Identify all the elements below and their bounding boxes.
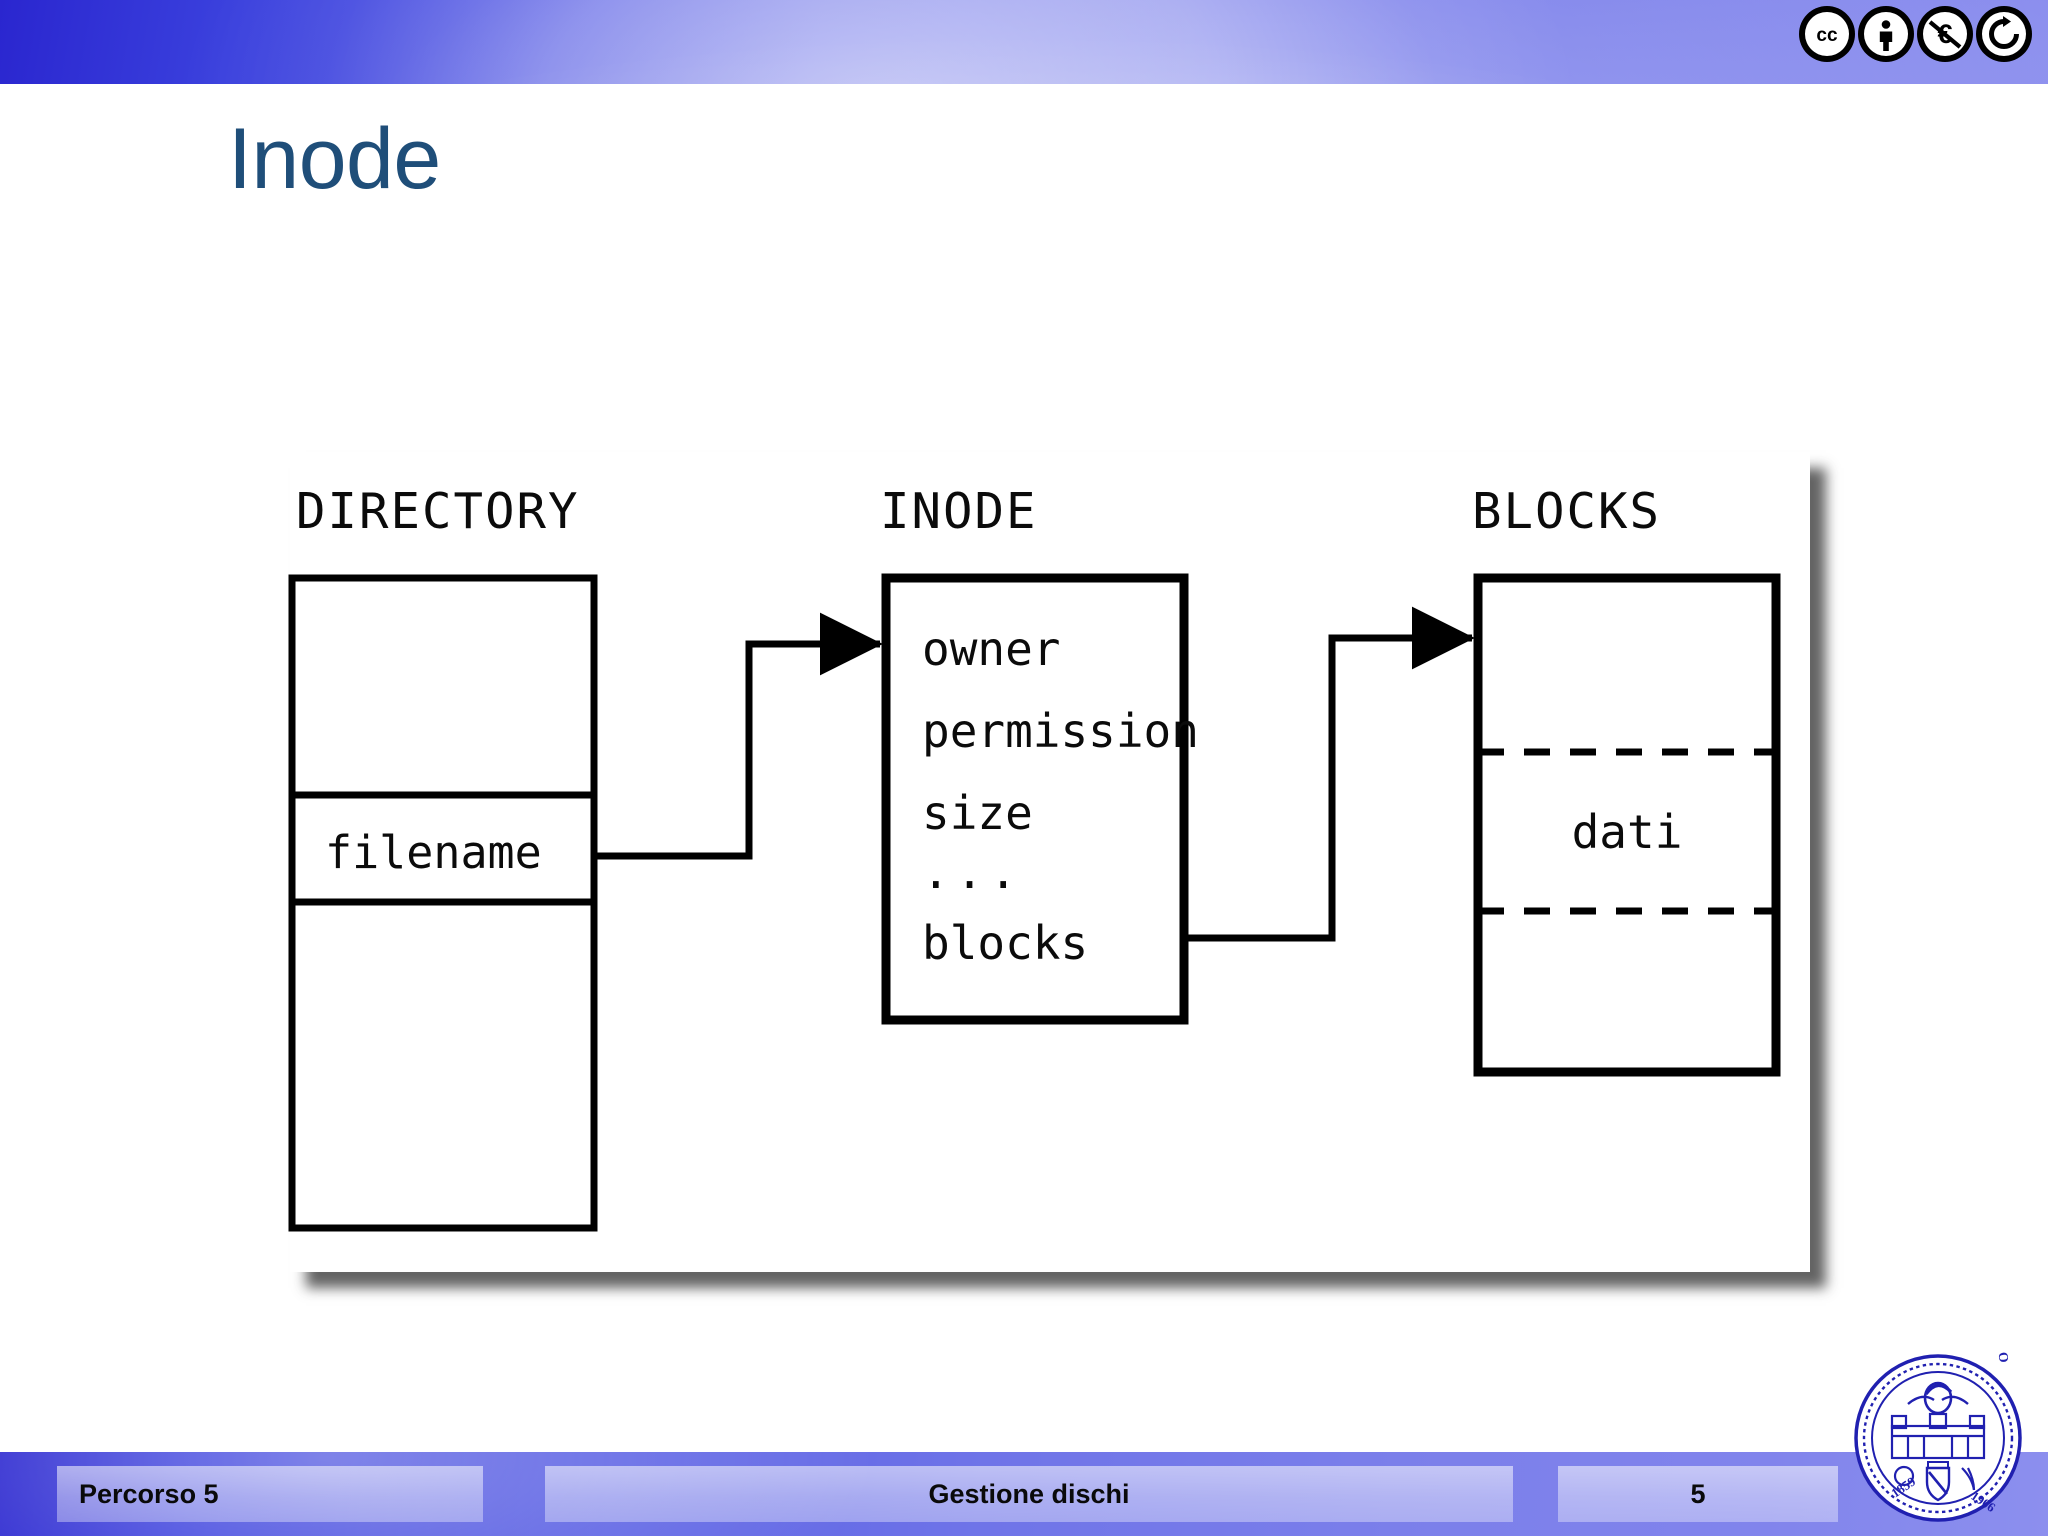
politecnico-di-torino-logo: POLITECNICO DI TORINO 1859 1906 — [1852, 1352, 2024, 1524]
by-icon — [1858, 6, 1914, 62]
footer-page-number: 5 — [1558, 1466, 1838, 1522]
page-title: Inode — [228, 111, 441, 207]
footer-banner: Percorso 5 Gestione dischi 5 — [0, 1452, 2048, 1536]
nc-icon: € — [1917, 6, 1973, 62]
footer-topic-label: Gestione dischi — [545, 1466, 1513, 1522]
footer-left-text: Percorso 5 — [79, 1478, 219, 1509]
footer-center-text: Gestione dischi — [928, 1478, 1130, 1509]
footer-page-number-text: 5 — [1690, 1478, 1706, 1509]
cc-icon: cc — [1799, 6, 1855, 62]
header-sheen-decoration — [0, 40, 2048, 84]
header-banner: cc € — [0, 0, 2048, 84]
diagram-picture-area — [290, 452, 1810, 1272]
creative-commons-license-group: cc € — [1799, 6, 2032, 62]
footer-section-label: Percorso 5 — [57, 1466, 483, 1522]
svg-text:cc: cc — [1816, 25, 1838, 46]
sa-icon — [1976, 6, 2032, 62]
